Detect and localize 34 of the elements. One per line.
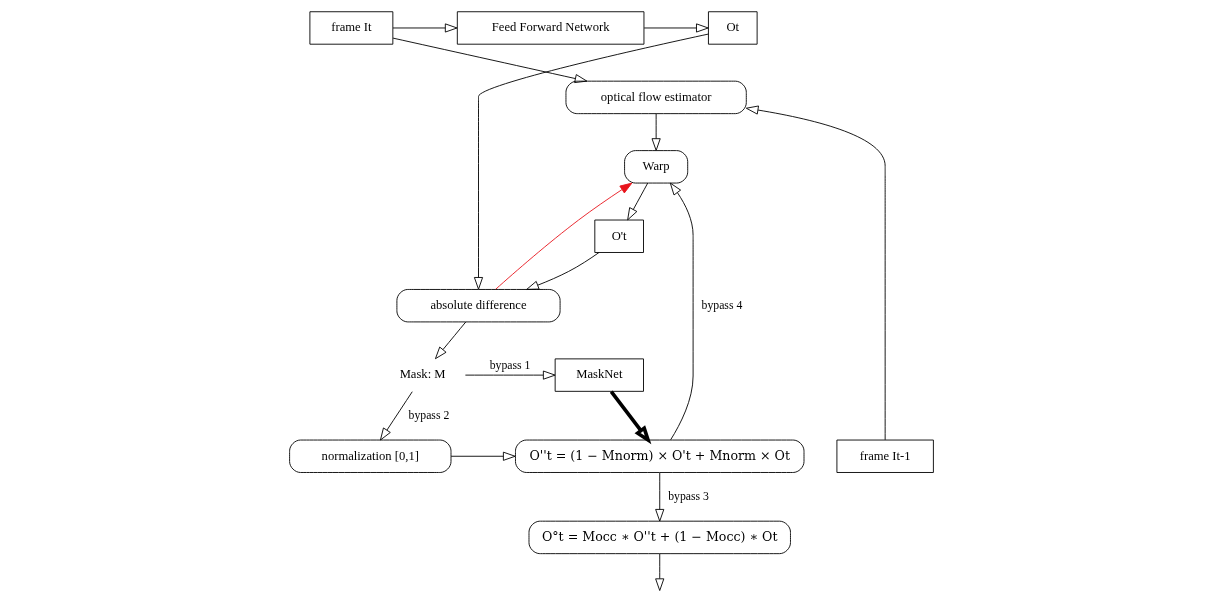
- arrow: [525, 252, 599, 290]
- node-box: O''t = (1 − Mnorm) × O't + Mnorm × Ot: [514, 439, 804, 473]
- arrow: [434, 321, 466, 360]
- edge-label: bypass 1: [489, 359, 530, 373]
- edge-label: bypass 2: [408, 408, 449, 422]
- node-box: O't: [593, 219, 644, 253]
- arrow: [464, 370, 556, 380]
- node-box: MaskNet: [554, 358, 644, 392]
- node-box: O°t = Mocc ∗ O''t + (1 − Mocc) ∗ Ot: [528, 520, 791, 555]
- node-box: Ot: [707, 11, 758, 45]
- node-text: Mask: M: [399, 367, 446, 382]
- arrow: [654, 553, 664, 591]
- node-box: Feed Forward Network: [456, 11, 644, 45]
- arrow: [392, 23, 457, 33]
- arrow: [379, 391, 413, 441]
- arrow: [473, 33, 709, 290]
- arrow: [643, 23, 709, 33]
- arrow: [745, 105, 886, 441]
- node-box: frame It-1: [835, 439, 934, 473]
- edge-label: bypass 3: [667, 489, 709, 503]
- node-box: normalization [0,1]: [288, 439, 451, 473]
- node-box: absolute difference: [395, 289, 561, 323]
- arrow: [494, 182, 632, 290]
- edge-label: bypass 4: [701, 298, 742, 312]
- node-box: frame It: [308, 11, 393, 45]
- arrow: [669, 182, 694, 441]
- arrow: [651, 113, 661, 151]
- arrow: [392, 37, 587, 84]
- arrow: [609, 390, 651, 445]
- node-box: optical flow estimator: [565, 80, 747, 115]
- arrow: [626, 182, 648, 221]
- arrow: [450, 451, 516, 461]
- node-box: Warp: [623, 150, 688, 184]
- arrow: [654, 472, 664, 522]
